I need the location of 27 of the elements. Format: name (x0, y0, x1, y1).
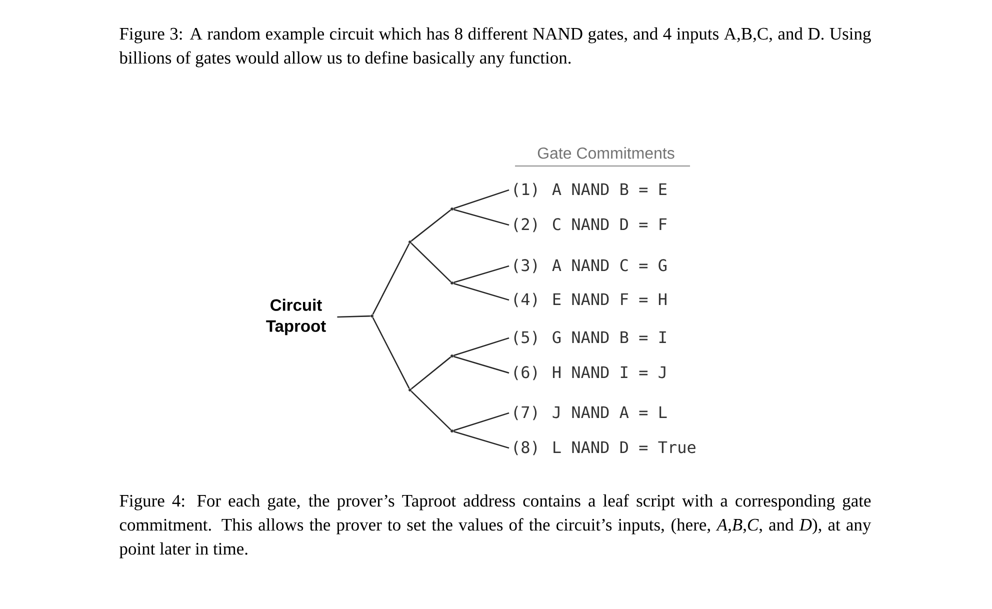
branch-line (453, 265, 510, 284)
column-heading: Gate Commitments (538, 147, 674, 159)
caption-text: Figure 4: For each gate, the prover’s Taproot address contains a leaf script with a corresponding gate commitment. This allows the prover to set the values of the circuit’s inputs, (here, A,B,C, and D), at any point later in time. (120, 494, 872, 558)
gate-commitment: (5) G NAND B = I (514, 330, 666, 346)
branch-line (453, 412, 510, 432)
branch-line (410, 242, 452, 282)
branch-line (453, 282, 510, 301)
branch-line (453, 356, 510, 374)
branch-line (410, 356, 452, 390)
gate-commitment: (3) A NAND C = G (514, 258, 666, 274)
branch-line (372, 317, 410, 389)
branch-line (337, 315, 370, 318)
gate-commitment: (4) E NAND F = H (514, 292, 666, 308)
branch-line (372, 243, 410, 315)
branch-line (453, 337, 510, 356)
branch-line (453, 189, 510, 210)
gate-commitment: (1) A NAND B = E (514, 182, 666, 198)
branch-line (410, 210, 452, 242)
gate-commitment: (2) C NAND D = F (514, 218, 667, 232)
gate-commitment: (6) H NAND I = J (514, 366, 666, 380)
caption-text: Figure 3: A random example circuit which has 8 different NAND gates, and 4 inputs A,B,C, and D. Using billions of gates would allow us to define basically any function. (119, 27, 871, 68)
branch-line (453, 430, 510, 449)
gate-commitment: (7) J NAND A = L (514, 406, 667, 420)
gate-commitment: (8) L NAND D = True (514, 440, 696, 456)
branch-line (453, 208, 510, 226)
branch-line (410, 390, 452, 430)
root-label: Circuit Taproot (266, 298, 326, 336)
